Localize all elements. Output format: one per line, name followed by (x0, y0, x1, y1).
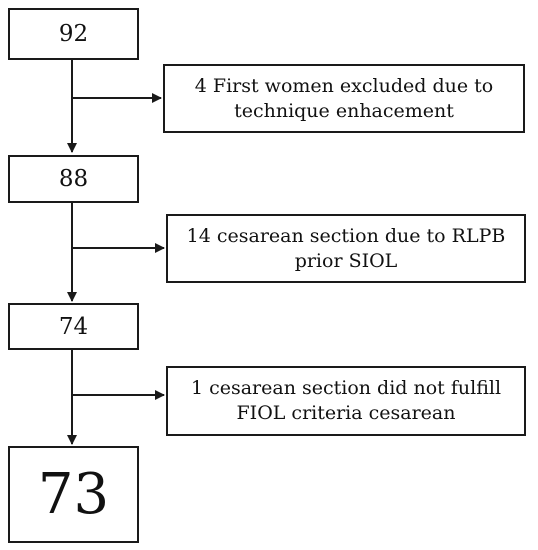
count-label-92: 92 (58, 21, 89, 47)
exclusion-box-2: 14 cesarean section due to RLPB prior SI… (166, 214, 526, 283)
exclusion-box-3: 1 cesarean section did not fulfill FIOL … (166, 366, 526, 436)
count-label-73: 73 (37, 462, 110, 527)
exclusion-3-line-2: FIOL criteria cesarean (236, 402, 456, 424)
count-label-88: 88 (58, 166, 89, 192)
exclusion-3-line-1: 1 cesarean section did not fulfill (190, 377, 502, 400)
count-box-88: 88 (8, 155, 139, 203)
count-box-74: 74 (8, 303, 139, 350)
exclusion-2-line-1: 14 cesarean section due to RLPB (186, 224, 506, 247)
exclusion-1-line-1: 4 First women excluded due to (194, 74, 494, 97)
count-box-73: 73 (8, 446, 139, 543)
exclusion-2-line-2: prior SIOL (294, 249, 398, 272)
count-box-92: 92 (8, 8, 139, 60)
count-label-74: 74 (58, 313, 89, 340)
exclusion-1-line-2: technique enhacement (234, 99, 454, 122)
exclusion-box-1: 4 First women excluded due to technique … (163, 64, 525, 133)
